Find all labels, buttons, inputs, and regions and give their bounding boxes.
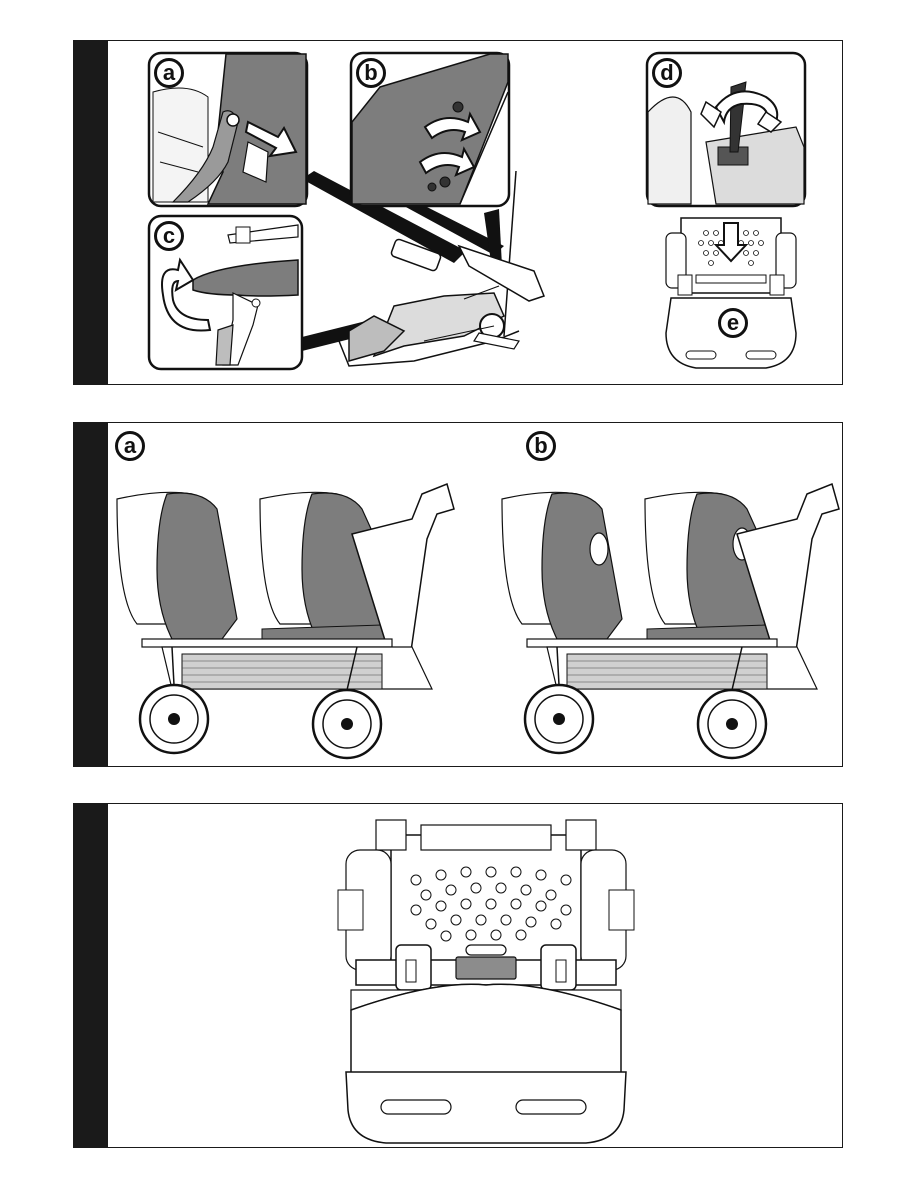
panel-2: a b bbox=[73, 422, 843, 767]
seat-backrest-large-illustration bbox=[336, 810, 636, 1145]
panel-1: a b c d bbox=[73, 40, 843, 385]
detail-b-label: b bbox=[356, 58, 386, 88]
stroller-b-label: b bbox=[526, 431, 556, 461]
detail-c-label: c bbox=[154, 221, 184, 251]
seat-backrest-small-illustration bbox=[656, 213, 806, 373]
stroller-a-illustration bbox=[112, 479, 472, 759]
panel-3-black-strip bbox=[74, 804, 108, 1147]
panel-2-black-strip bbox=[74, 423, 108, 766]
detail-d-label: d bbox=[652, 58, 682, 88]
detail-a-label: a bbox=[154, 58, 184, 88]
stroller-a-label: a bbox=[115, 431, 145, 461]
detail-e-label: e bbox=[718, 308, 748, 338]
panel-3 bbox=[73, 803, 843, 1148]
stroller-b-illustration bbox=[497, 479, 857, 759]
